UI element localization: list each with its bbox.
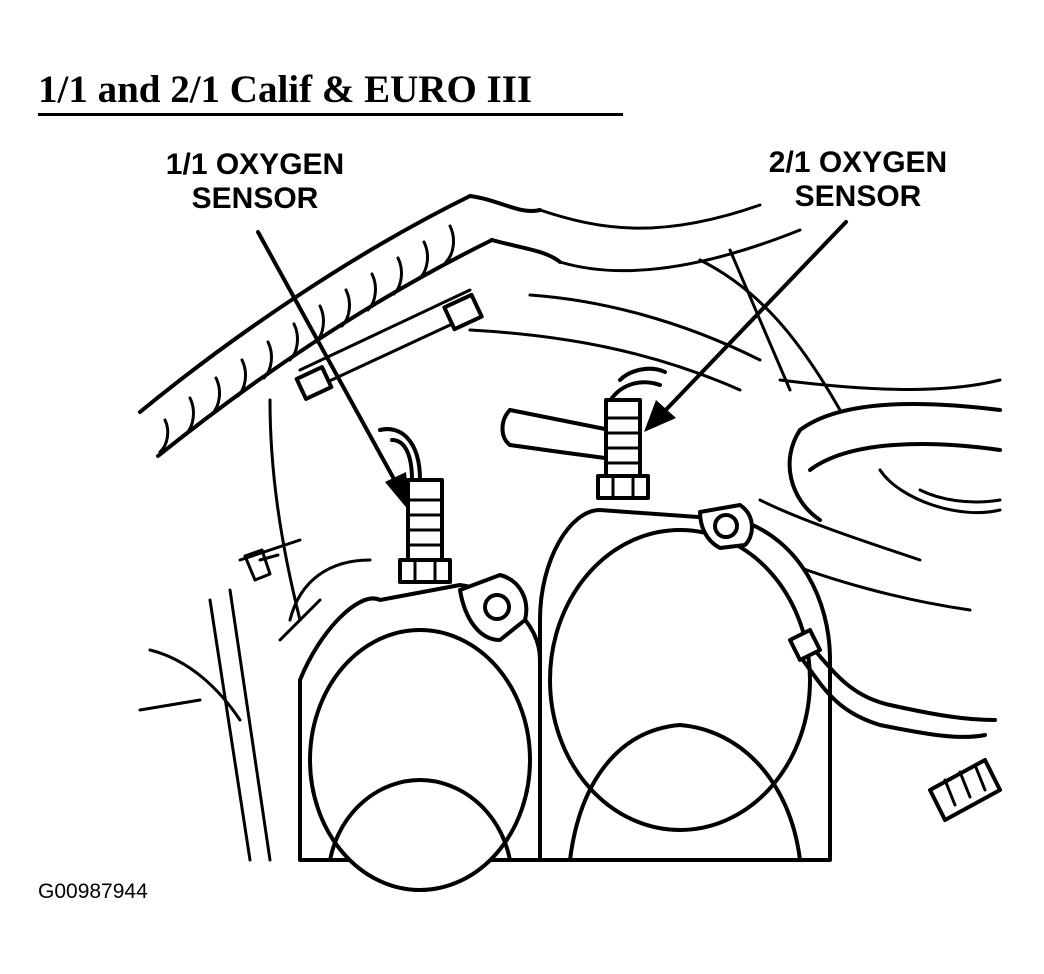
- title-underline: [38, 113, 623, 116]
- figure-id: G00987944: [38, 880, 148, 903]
- wiring-harness: [138, 194, 802, 458]
- engine-block-outlines: [138, 248, 1002, 862]
- oxygen-sensor-2-1: [596, 366, 667, 500]
- left-exhaust-pipe: [278, 558, 542, 892]
- callout-1-1-oxygen-sensor: 1/1 OXYGEN SENSOR: [140, 148, 370, 216]
- callout-line: SENSOR: [191, 182, 319, 215]
- callout-line: 2/1 OXYGEN: [768, 146, 948, 179]
- callout-2-1-oxygen-sensor: 2/1 OXYGEN SENSOR: [738, 146, 978, 214]
- oxygen-sensor-1-1: [378, 427, 452, 584]
- downstream-wire: [788, 628, 1002, 822]
- callout-line: 1/1 OXYGEN: [165, 148, 345, 181]
- figure-title: 1/1 and 2/1 Calif & EURO III: [38, 68, 533, 111]
- callout-line: SENSOR: [794, 180, 922, 213]
- right-exhaust-pipe: [538, 503, 832, 862]
- leader-arrows: [256, 220, 848, 512]
